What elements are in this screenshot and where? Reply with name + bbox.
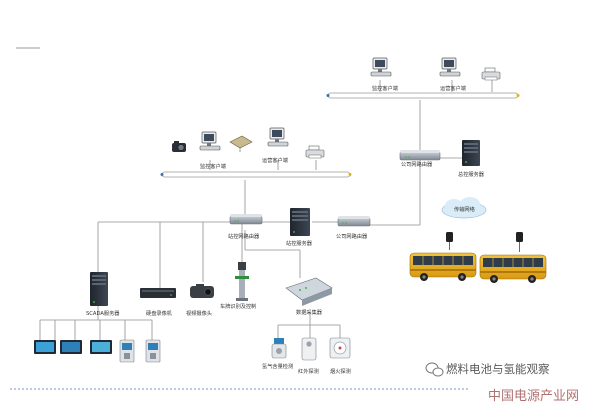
terminal-box-icon: [119, 339, 135, 363]
bus-left: [409, 232, 477, 281]
label-video-camera: 视频摄像头: [186, 309, 212, 317]
network-bus-top: [326, 92, 520, 99]
terminal-box-icon: [145, 339, 161, 363]
label-plate-recognition: 车牌识别及控制: [220, 302, 256, 310]
printer-icon: [305, 145, 325, 159]
watermark-site: 中国电源产业网: [488, 389, 579, 404]
smoke-detector-icon: [329, 337, 351, 359]
server-tower-icon: [90, 272, 108, 306]
label-scada-server: SCADA服务器: [86, 309, 120, 317]
router-icon: [399, 150, 441, 161]
sensor-icon: [271, 338, 287, 359]
label-company-router-mid: 公司网路由器: [336, 232, 368, 240]
terminal-panel-icon: [60, 340, 82, 354]
desktop-pc-icon: [439, 57, 461, 77]
cloud-icon: [441, 197, 487, 219]
router-icon: [337, 216, 371, 227]
label-hdd-recorder: 硬盘录像机: [146, 309, 173, 317]
camera-icon: [172, 141, 186, 152]
desktop-pc-icon: [199, 131, 221, 151]
server-tower-icon: [290, 208, 310, 236]
terminal-panel-icon: [34, 340, 56, 354]
watermark-wechat-account: 燃料电池与氢能观察: [446, 362, 550, 376]
label-monitor-client-top: 监控客户端: [372, 84, 398, 92]
desktop-pc-icon: [370, 57, 392, 77]
router-icon: [229, 214, 263, 225]
label-ops-client-mid: 运营客户端: [262, 156, 288, 164]
wechat-icon: [425, 362, 444, 377]
label-ops-client-top: 运营客户端: [440, 84, 466, 92]
label-monitor-client-mid: 监控客户端: [200, 162, 226, 170]
desktop-pc-icon: [267, 127, 289, 147]
connection-lines: [39, 80, 493, 340]
card-reader-icon: [229, 135, 253, 152]
data-collector-icon: [285, 277, 333, 306]
label-station-router: 站控网路由器: [228, 232, 260, 240]
label-smoke-detector: 烟火探测: [330, 367, 351, 375]
server-tower-icon: [462, 140, 480, 166]
bullet-camera-icon: [190, 284, 214, 298]
terminal-panel-icon: [90, 340, 112, 354]
infrared-detector-icon: [301, 337, 317, 361]
bus-icon: [479, 254, 547, 283]
label-transport-network: 传输网络: [454, 205, 475, 213]
label-company-router-right: 公司网路由器: [401, 160, 433, 168]
label-infrared-detector: 红外探测: [298, 367, 319, 375]
bus-right: [479, 232, 547, 283]
label-hydrogen-concentration: 氢气含量检测: [262, 362, 293, 370]
label-station-server: 站控服务器: [286, 239, 313, 247]
printer-icon: [481, 67, 501, 81]
barrier-gate-icon: [235, 262, 249, 301]
bus-icon: [409, 252, 477, 281]
label-general-server: 总控服务器: [458, 170, 485, 178]
label-data-collector: 数据采集器: [296, 308, 323, 316]
dvr-icon: [140, 288, 176, 298]
network-bus-mid: [160, 171, 352, 178]
